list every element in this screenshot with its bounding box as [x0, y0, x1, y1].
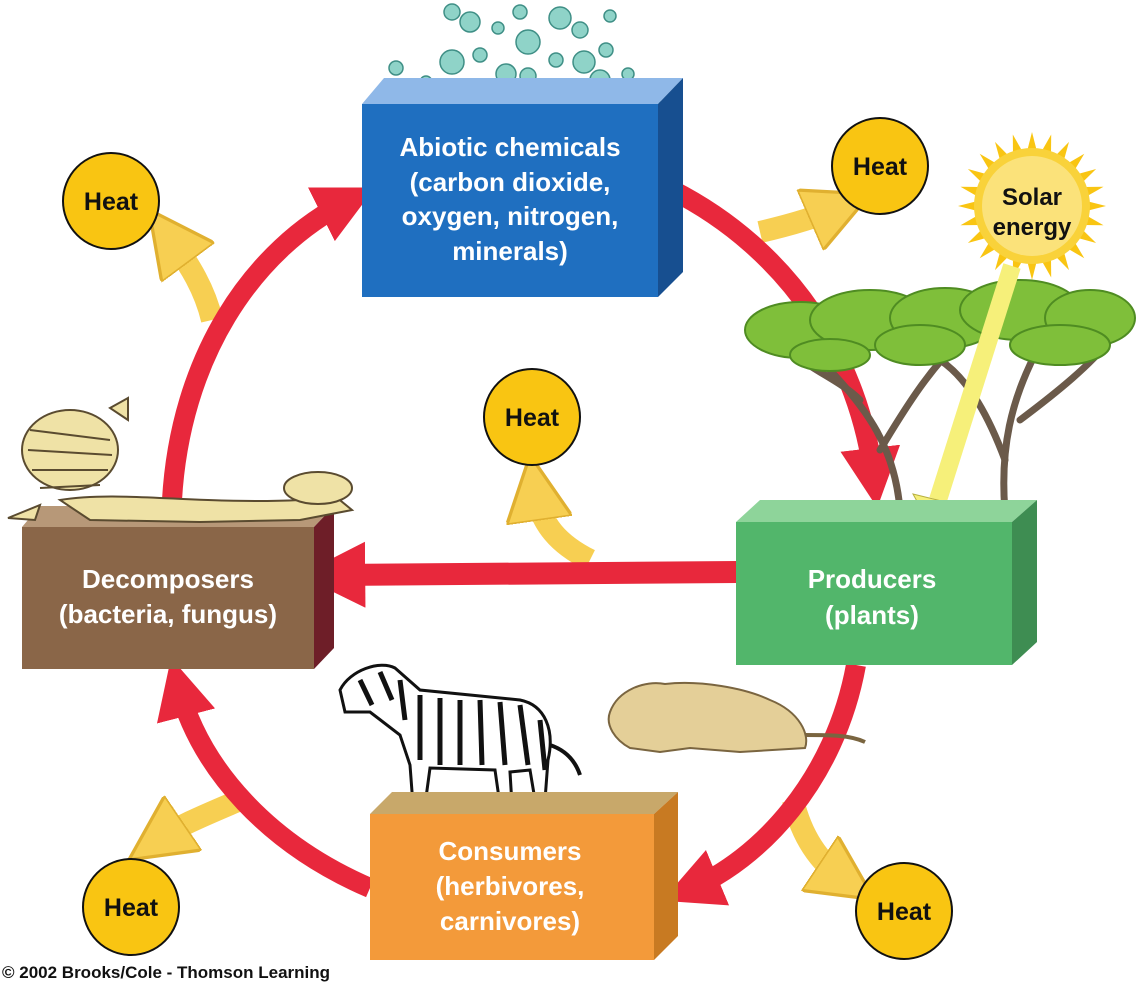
copyright-notice: © 2002 Brooks/Cole - Thomson Learning	[2, 963, 331, 982]
decomposers-label-line-1: Decomposers	[82, 564, 254, 594]
abiotic-chemicals-box: Abiotic chemicals (carbon dioxide, oxyge…	[362, 78, 683, 297]
heat-arrow-center	[535, 490, 596, 570]
heat-circle-top-right: Heat	[831, 117, 929, 215]
sun-icon	[958, 132, 1106, 280]
producers-label-line-2: (plants)	[825, 600, 919, 630]
producers-box: Producers (plants)	[736, 500, 1037, 665]
abiotic-label-line-1: Abiotic chemicals	[399, 132, 620, 162]
heat-circle-top-left: Heat	[62, 152, 160, 250]
heat-label: Heat	[104, 894, 159, 922]
heat-label: Heat	[877, 898, 932, 926]
sun-ray	[1027, 132, 1037, 152]
lioness-illustration	[607, 681, 866, 754]
arrow-consumers-to-decomposers	[156, 657, 374, 898]
heat-arrow-top-right	[757, 208, 838, 232]
sun-ray	[1086, 201, 1106, 211]
heat-arrow-bottom-left	[158, 789, 245, 840]
heat-circle-center: Heat	[483, 368, 581, 466]
arrow-producers-to-consumers	[662, 663, 866, 906]
solar-energy-label-line-2: energy	[993, 214, 1072, 241]
consumers-box-front	[370, 814, 654, 960]
solar-energy-label-line-1: Solar	[1002, 184, 1062, 211]
arrow-producers-to-decomposers	[299, 541, 739, 608]
abiotic-label-line-4: minerals)	[452, 236, 568, 266]
arrow-decomposers-to-abiotic	[162, 187, 376, 501]
abiotic-label-line-2: (carbon dioxide,	[410, 167, 611, 197]
zebra-illustration	[338, 663, 582, 807]
heat-circle-bottom-right: Heat	[855, 862, 953, 960]
decomposers-label-line-2: (bacteria, fungus)	[59, 599, 277, 629]
consumers-box: Consumers (herbivores, carnivores)	[370, 792, 678, 960]
decomposers-box-front	[22, 527, 314, 669]
decomposers-box: Decomposers (bacteria, fungus)	[22, 506, 334, 669]
heat-label: Heat	[84, 188, 139, 216]
acacia-tree-illustration	[744, 279, 1136, 516]
skeleton-illustration	[7, 396, 355, 524]
abiotic-label-line-3: oxygen, nitrogen,	[402, 201, 619, 231]
sun-ray	[1027, 260, 1037, 280]
consumers-label-line-3: carnivores)	[440, 906, 580, 936]
heat-arrow-top-left	[170, 238, 223, 323]
consumers-label-line-2: (herbivores,	[436, 871, 585, 901]
solar-energy-arrow	[929, 263, 1021, 503]
molecule-bubbles	[388, 3, 661, 115]
heat-label: Heat	[853, 153, 908, 181]
producers-label-line-1: Producers	[808, 564, 937, 594]
abiotic-box-front	[362, 104, 658, 297]
producers-box-front	[736, 522, 1012, 665]
heat-label: Heat	[505, 404, 560, 432]
heat-circle-bottom-left: Heat	[82, 858, 180, 956]
sun-ray	[958, 201, 978, 211]
consumers-label-line-1: Consumers	[438, 836, 581, 866]
